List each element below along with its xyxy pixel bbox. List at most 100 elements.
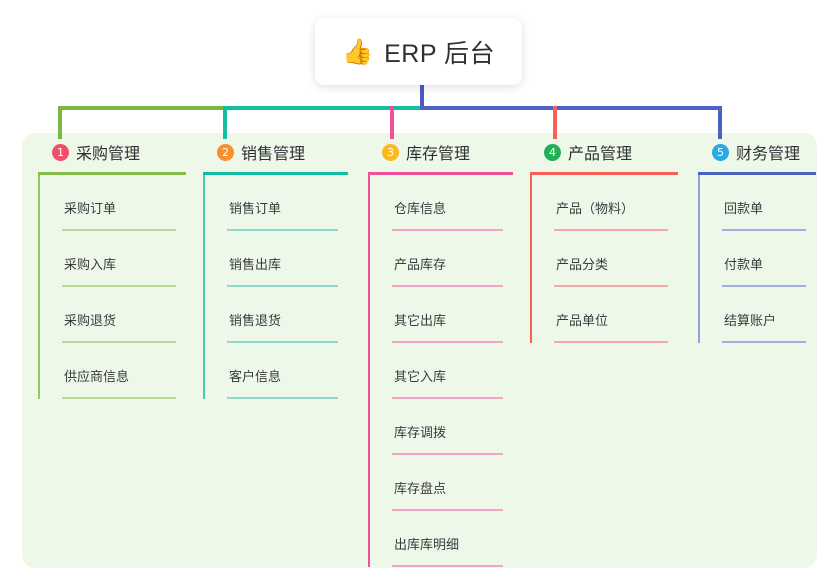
leaf-item-underline [62, 229, 176, 231]
leaf-item[interactable]: 产品分类 [544, 231, 678, 287]
branch-title: 销售管理 [241, 146, 306, 163]
root-node-title: ERP 后台 [384, 39, 496, 68]
leaf-item-label: 结算账户 [724, 313, 777, 328]
drop-connector-5 [718, 106, 722, 139]
branch-underline [203, 172, 348, 175]
branch-title: 财务管理 [736, 146, 801, 163]
leaf-item[interactable]: 产品（物料） [544, 175, 678, 231]
leaf-item-underline [62, 397, 176, 399]
leaf-item-underline [392, 397, 503, 399]
leaf-item-underline [392, 453, 503, 455]
leaf-item-underline [392, 565, 503, 567]
root-stem-connector [420, 85, 424, 110]
branch-spine [38, 175, 40, 399]
horizontal-bar-segment-3 [420, 106, 722, 110]
branch-number-badge: 4 [544, 143, 561, 161]
leaf-item-label: 其它入库 [394, 369, 447, 384]
branch-underline [38, 172, 186, 175]
leaf-item[interactable]: 仓库信息 [382, 175, 513, 231]
branch-title: 产品管理 [568, 146, 633, 163]
branch-column-4: 4 产品管理产品（物料） 产品分类产品单位 [530, 139, 678, 343]
leaf-item-underline [392, 341, 503, 343]
branch-spine [203, 175, 205, 399]
branch-underline [530, 172, 678, 175]
branch-items: 采购订单采购入库采购退货供应商信息 [38, 175, 186, 399]
thumbs-up-icon: 👍 [341, 37, 374, 66]
branch-number-badge: 1 [52, 143, 69, 161]
leaf-item[interactable]: 产品单位 [544, 287, 678, 343]
leaf-item-underline [392, 285, 503, 287]
leaf-item[interactable]: 库存盘点 [382, 455, 513, 511]
branch-items: 销售订单销售出库销售退货客户信息 [203, 175, 348, 399]
leaf-item-label: 销售订单 [229, 201, 282, 216]
leaf-item-label: 产品分类 [556, 257, 609, 272]
leaf-item-label: 其它出库 [394, 313, 447, 328]
leaf-item[interactable]: 付款单 [712, 231, 816, 287]
branch-title: 采购管理 [76, 146, 141, 163]
branch-header-5[interactable]: 5 财务管理 [698, 139, 816, 165]
leaf-item[interactable]: 采购订单 [52, 175, 186, 231]
leaf-item[interactable]: 回款单 [712, 175, 816, 231]
leaf-item[interactable]: 销售订单 [217, 175, 348, 231]
drop-connector-3 [390, 106, 394, 139]
leaf-item[interactable]: 其它入库 [382, 343, 513, 399]
branch-spine [530, 175, 532, 343]
branch-column-5: 5 财务管理回款单付款单结算账户 [698, 139, 816, 343]
leaf-item-label: 库存盘点 [394, 481, 447, 496]
leaf-item-underline [62, 341, 176, 343]
branches-panel [22, 133, 817, 568]
leaf-item-label: 产品单位 [556, 313, 609, 328]
branch-header-2[interactable]: 2 销售管理 [203, 139, 348, 165]
leaf-item-label: 库存调拨 [394, 425, 447, 440]
branch-number-badge: 5 [712, 143, 729, 161]
branch-underline [368, 172, 513, 175]
branch-number-badge: 2 [217, 143, 234, 161]
leaf-item-label: 出库库明细 [394, 537, 460, 552]
branch-items: 产品（物料） 产品分类产品单位 [530, 175, 678, 343]
leaf-item[interactable]: 产品库存 [382, 231, 513, 287]
leaf-item[interactable]: 库存调拨 [382, 399, 513, 455]
leaf-item-underline [227, 397, 338, 399]
leaf-item[interactable]: 其它出库 [382, 287, 513, 343]
branch-spine [698, 175, 700, 343]
leaf-item-label: 产品（物料） [556, 201, 635, 216]
leaf-item-label: 仓库信息 [394, 201, 447, 216]
leaf-item-label: 供应商信息 [64, 369, 130, 384]
leaf-item-label: 采购入库 [64, 257, 117, 272]
leaf-item[interactable]: 供应商信息 [52, 343, 186, 399]
drop-connector-2 [223, 106, 227, 139]
leaf-item-label: 销售退货 [229, 313, 282, 328]
leaf-item[interactable]: 客户信息 [217, 343, 348, 399]
branch-items: 回款单付款单结算账户 [698, 175, 816, 343]
horizontal-bar-segment-2 [223, 106, 422, 110]
leaf-item-label: 回款单 [724, 201, 764, 216]
leaf-item-underline [227, 341, 338, 343]
branch-number-badge: 3 [382, 143, 399, 161]
branch-column-2: 2 销售管理销售订单销售出库销售退货客户信息 [203, 139, 348, 399]
branch-underline [698, 172, 816, 175]
leaf-item[interactable]: 采购入库 [52, 231, 186, 287]
horizontal-bar-segment-1 [58, 106, 225, 110]
branch-items: 仓库信息产品库存其它出库其它入库库存调拨库存盘点出库库明细 [368, 175, 513, 567]
leaf-item-underline [722, 229, 806, 231]
leaf-item-underline [227, 285, 338, 287]
leaf-item-underline [227, 229, 338, 231]
leaf-item[interactable]: 结算账户 [712, 287, 816, 343]
branch-header-4[interactable]: 4 产品管理 [530, 139, 678, 165]
branch-header-1[interactable]: 1 采购管理 [38, 139, 186, 165]
root-node-card[interactable]: 👍 ERP 后台 [315, 18, 522, 85]
branch-column-1: 1 采购管理采购订单采购入库采购退货供应商信息 [38, 139, 186, 399]
leaf-item-label: 客户信息 [229, 369, 282, 384]
leaf-item-label: 付款单 [724, 257, 764, 272]
leaf-item[interactable]: 销售退货 [217, 287, 348, 343]
leaf-item[interactable]: 出库库明细 [382, 511, 513, 567]
leaf-item-label: 产品库存 [394, 257, 447, 272]
leaf-item-underline [722, 341, 806, 343]
leaf-item-underline [62, 285, 176, 287]
leaf-item[interactable]: 销售出库 [217, 231, 348, 287]
leaf-item-underline [554, 229, 668, 231]
leaf-item[interactable]: 采购退货 [52, 287, 186, 343]
